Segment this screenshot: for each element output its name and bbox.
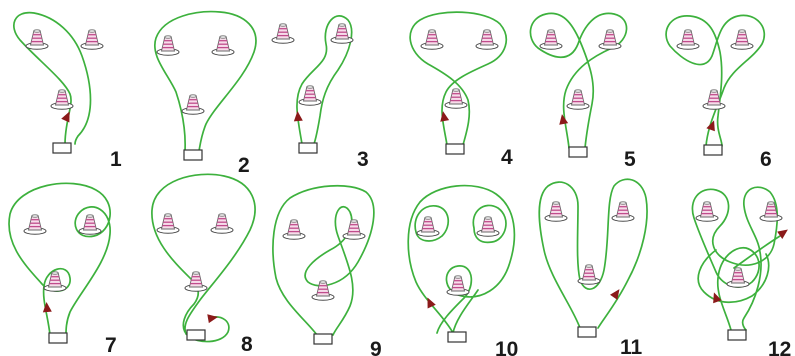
start-box [727, 329, 747, 341]
diagram-number: 9 [370, 338, 382, 356]
route-path [665, 14, 766, 147]
traffic-cone-icon [184, 271, 208, 292]
traffic-cone-icon [611, 201, 635, 222]
direction-arrow-icon [207, 312, 219, 324]
traffic-cone-icon [676, 29, 700, 50]
traffic-cone-icon [566, 89, 590, 110]
diagram-number: 11 [620, 336, 643, 356]
start-box [48, 332, 68, 344]
diagram-12: 12 [691, 186, 791, 356]
diagram-number: 5 [624, 148, 636, 171]
traffic-cone-icon [298, 85, 322, 106]
start-box [186, 329, 206, 341]
traffic-cone-icon [416, 216, 440, 237]
traffic-cone-icon [271, 23, 295, 44]
route-path [407, 184, 516, 334]
diagram-10: 10 [407, 184, 518, 356]
start-box [298, 142, 318, 154]
diagram-7: 7 [8, 182, 117, 356]
route-path [296, 15, 353, 145]
route-path-crossing [697, 249, 770, 304]
start-box [313, 333, 333, 345]
traffic-cone-icon [282, 219, 306, 240]
traffic-cone-icon [23, 214, 47, 235]
start-box [445, 143, 465, 155]
traffic-cone-icon [598, 29, 622, 50]
start-box [183, 149, 203, 161]
diagram-number: 8 [241, 333, 253, 356]
traffic-cone-icon [446, 275, 470, 296]
traffic-cone-icon [342, 219, 366, 240]
traffic-cone-icon [211, 35, 235, 56]
traffic-cone-icon [420, 29, 444, 50]
diagram-number: 1 [110, 148, 122, 171]
diagram-number: 2 [238, 154, 250, 177]
traffic-cone-icon [25, 29, 49, 50]
diagram-8: 8 [151, 173, 256, 356]
traffic-cone-icon [156, 213, 180, 234]
route-path [538, 178, 648, 329]
traffic-cone-icon [210, 213, 234, 234]
diagram-number: 3 [357, 148, 369, 171]
direction-arrow-icon [61, 109, 74, 123]
traffic-cone-icon [695, 201, 719, 222]
diagram-11: 11 [538, 178, 648, 356]
traffic-cone-icon [544, 201, 568, 222]
traffic-cone-icon [726, 267, 750, 288]
traffic-cone-icon [759, 201, 783, 222]
traffic-cone-icon [476, 216, 500, 237]
diagram-1: 1 [13, 11, 122, 171]
traffic-cone-icon [330, 23, 354, 44]
traffic-cone-icon [43, 271, 67, 292]
direction-arrow-icon [438, 110, 450, 122]
diagram-number: 6 [760, 148, 772, 171]
diagram-5: 5 [529, 12, 636, 171]
direction-arrow-icon [41, 301, 52, 313]
route-path [13, 11, 92, 145]
traffic-cone-icon [78, 214, 102, 235]
diagram-number: 12 [768, 338, 791, 356]
traffic-cone-icon [577, 264, 601, 285]
route-path-exit [733, 235, 781, 269]
route-path [272, 184, 375, 336]
traffic-cone-icon [156, 35, 180, 56]
route-path [691, 186, 779, 331]
diagram-4: 4 [409, 11, 513, 169]
start-box [568, 146, 588, 158]
route-path [153, 10, 257, 152]
diagram-number: 7 [105, 334, 117, 356]
traffic-cone-icon [730, 29, 754, 50]
route-path [409, 11, 508, 146]
diagram-number: 10 [495, 338, 518, 356]
traffic-cone-icon [80, 29, 104, 50]
diagram-number: 4 [501, 146, 513, 169]
traffic-cone-icon [475, 29, 499, 50]
direction-arrow-icon [292, 110, 303, 122]
route-path [529, 12, 628, 149]
start-box [447, 331, 467, 343]
start-box [52, 142, 72, 154]
start-box [577, 326, 597, 338]
start-box [703, 144, 723, 156]
diagram-3: 3 [271, 15, 369, 171]
diagram-9: 9 [272, 184, 382, 356]
direction-arrow-icon [557, 113, 569, 125]
diagram-6: 6 [665, 14, 772, 171]
route-path [8, 182, 111, 336]
diagram-2: 2 [153, 10, 257, 177]
route-path [151, 173, 256, 343]
traffic-cone-icon [539, 29, 563, 50]
traffic-cone-icon [181, 94, 205, 115]
